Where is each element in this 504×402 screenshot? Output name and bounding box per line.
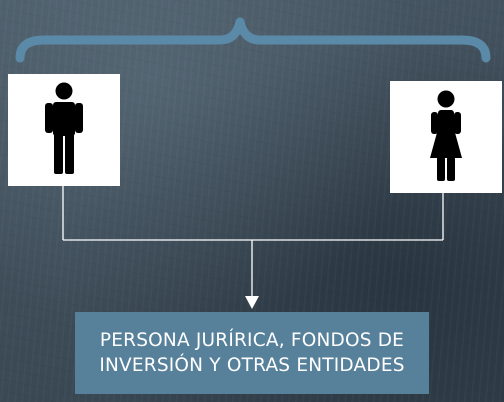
man-icon [45, 82, 83, 174]
top-bracket [15, 17, 491, 63]
woman-icon [430, 90, 462, 181]
woman-icon-box [390, 81, 502, 193]
entity-box: PERSONA JURÍRICA, FONDOS DE INVERSIÓN Y … [75, 312, 429, 394]
arrow-head [245, 296, 259, 309]
entity-box-line1: PERSONA JURÍRICA, FONDOS DE [99, 330, 405, 351]
man-icon-box [8, 74, 120, 186]
entity-box-line2: INVERSIÓN Y OTRAS ENTIDADES [99, 355, 405, 376]
